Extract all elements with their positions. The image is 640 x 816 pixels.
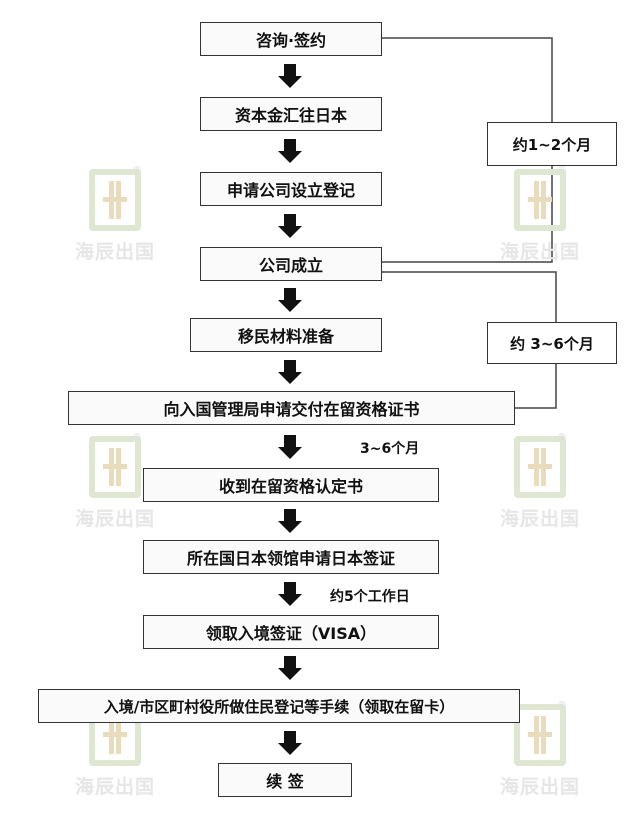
watermark: ® 海辰出国 bbox=[74, 165, 155, 263]
duration-box-1-2-months: 约1~2个月 bbox=[487, 122, 617, 166]
watermark: ® 海辰出国 bbox=[499, 432, 580, 530]
watermark: ® 海辰出国 bbox=[499, 700, 580, 798]
down-arrow-icon bbox=[278, 435, 302, 459]
step-company-established: 公司成立 bbox=[200, 247, 382, 281]
down-arrow-icon bbox=[278, 214, 302, 238]
step-apply-coe: 向入国管理局申请交付在留资格证书 bbox=[68, 391, 515, 425]
down-arrow-icon bbox=[278, 509, 302, 533]
step-consult-contract: 咨询·签约 bbox=[200, 22, 382, 56]
watermark-logo-icon bbox=[514, 436, 566, 498]
down-arrow-icon bbox=[278, 582, 302, 606]
step-entry-registration: 入境/市区町村役所做住民登记等手续（领取在留卡） bbox=[38, 689, 520, 723]
down-arrow-icon bbox=[278, 139, 302, 163]
duration-label-3-6-months: 3~6个月 bbox=[360, 441, 420, 457]
watermark-logo-icon bbox=[514, 169, 566, 231]
step-apply-visa: 所在国日本领馆申请日本签证 bbox=[143, 540, 439, 574]
watermark: ® 海辰出国 bbox=[499, 165, 580, 263]
duration-label-5-workdays: 约5个工作日 bbox=[330, 589, 410, 605]
down-arrow-icon bbox=[278, 64, 302, 88]
step-receive-visa: 领取入境签证（VISA） bbox=[143, 615, 439, 649]
down-arrow-icon bbox=[278, 360, 302, 384]
watermark-logo-icon bbox=[89, 169, 141, 231]
step-transfer-capital: 资本金汇往日本 bbox=[200, 97, 382, 131]
watermark: ® 海辰出国 bbox=[74, 432, 155, 530]
step-renewal: 续 签 bbox=[218, 763, 352, 797]
duration-box-3-6-months: 约 3~6个月 bbox=[487, 322, 617, 364]
step-receive-coe: 收到在留资格认定书 bbox=[143, 468, 439, 502]
step-company-registration: 申请公司设立登记 bbox=[200, 172, 382, 206]
down-arrow-icon bbox=[278, 656, 302, 680]
down-arrow-icon bbox=[278, 288, 302, 312]
watermark-logo-icon bbox=[514, 704, 566, 766]
watermark-logo-icon bbox=[89, 436, 141, 498]
down-arrow-icon bbox=[278, 731, 302, 755]
step-immigration-materials: 移民材料准备 bbox=[190, 318, 382, 352]
